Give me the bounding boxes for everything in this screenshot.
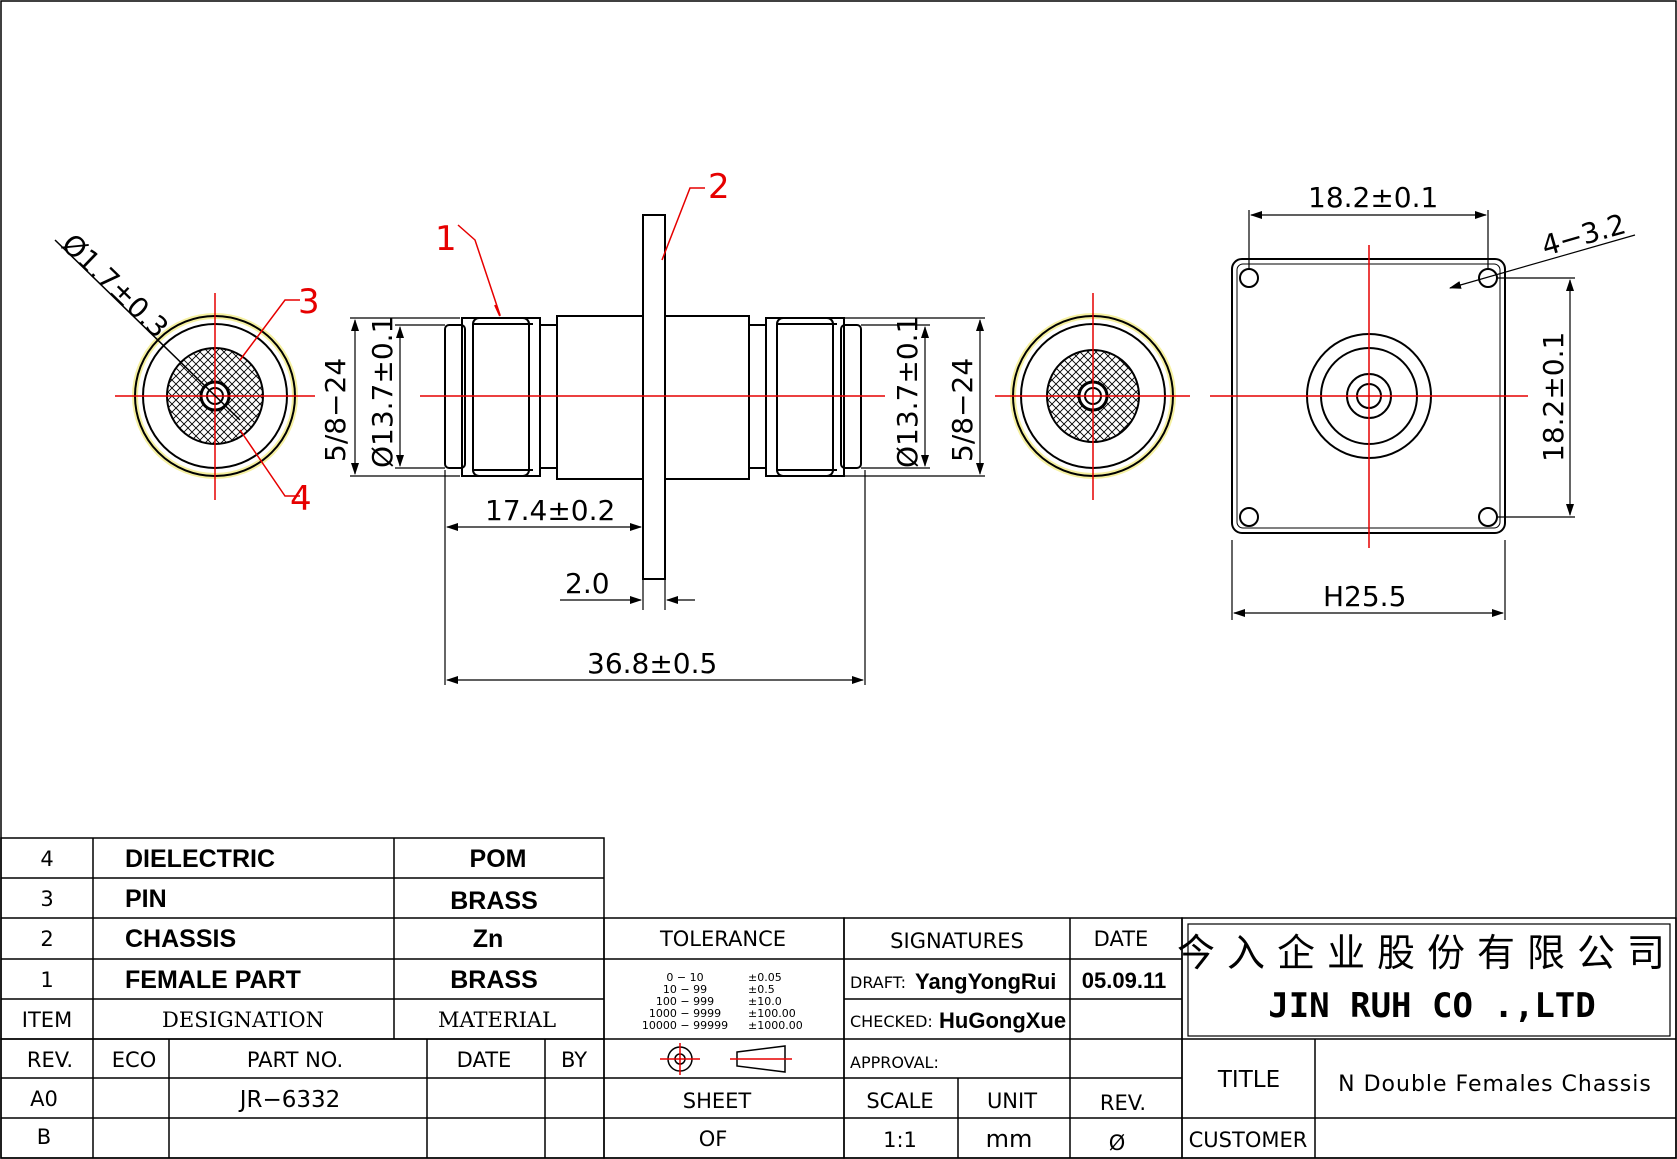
- part-material: POM: [470, 845, 527, 873]
- rev-header-part-no: PART NO.: [247, 1048, 343, 1072]
- leader-4-line: [239, 429, 300, 497]
- rev-row-part-no: JR−6332: [238, 1087, 341, 1113]
- unit-label: UNIT: [987, 1089, 1037, 1113]
- part-item: 2: [40, 927, 53, 951]
- part-item: 4: [40, 847, 53, 871]
- leader-4-label: 4: [290, 479, 312, 519]
- leader-1-label: 1: [435, 219, 457, 259]
- draft-label: DRAFT:: [850, 973, 906, 992]
- part-item: 3: [40, 887, 53, 911]
- part-designation: DIELECTRIC: [125, 845, 275, 873]
- dim-mount-holes: 4−3.2: [1538, 207, 1630, 262]
- rev-value: Ø: [1109, 1131, 1126, 1155]
- checked-name: HuGongXue: [939, 1008, 1066, 1033]
- rev-label: REV.: [1100, 1091, 1146, 1115]
- parts-header-designation: DESIGNATION: [162, 1008, 324, 1032]
- draft-name: YangYongRui: [915, 969, 1056, 994]
- draft-date: 05.09.11: [1082, 968, 1166, 993]
- tolerance-range: 0 − 10: [666, 971, 703, 984]
- tolerance-range: 1000 − 9999: [649, 1007, 721, 1020]
- company-name-cn: 今入企业股份有限公司: [1177, 931, 1677, 975]
- flange-dimensions: [1231, 210, 1636, 620]
- title-label: TITLE: [1217, 1067, 1280, 1093]
- signatures-date-title: DATE: [1094, 927, 1149, 951]
- side-view: [444, 214, 862, 580]
- sheet-label: SHEET: [683, 1089, 752, 1113]
- signatures-title: SIGNATURES: [890, 929, 1024, 953]
- part-designation: PIN: [125, 885, 167, 913]
- company-name-en: JIN RUH CO .,LTD: [1268, 986, 1596, 1026]
- rev-header-by: BY: [561, 1048, 587, 1072]
- rev-row-rev: B: [37, 1125, 51, 1149]
- customer-label: CUSTOMER: [1189, 1128, 1308, 1152]
- tolerance-value: ±0.5: [748, 983, 775, 996]
- leader-3-label: 3: [298, 282, 320, 322]
- left-end-view: [54, 239, 315, 500]
- scale-value: 1:1: [883, 1128, 917, 1152]
- rev-header-eco: ECO: [112, 1048, 156, 1072]
- parts-header-item: ITEM: [22, 1008, 72, 1032]
- tolerance-title: TOLERANCE: [659, 927, 786, 951]
- of-label: OF: [699, 1127, 728, 1151]
- tolerance-range: 100 − 999: [656, 995, 714, 1008]
- leader-3-line: [239, 299, 300, 361]
- tolerance-value: ±1000.00: [748, 1019, 803, 1032]
- rev-header-rev: REV.: [27, 1048, 73, 1072]
- projection-symbol-icon: [660, 1043, 792, 1075]
- tolerance-range: 10000 − 99999: [642, 1019, 728, 1032]
- dim-flange-width: H25.5: [1323, 580, 1406, 613]
- tolerance-value: ±100.00: [748, 1007, 796, 1020]
- dim-square-top: 18.2±0.1: [1308, 181, 1438, 214]
- dim-dia-right: Ø13.7±0.1: [891, 316, 924, 468]
- tolerance-grid: [603, 917, 845, 1159]
- scale-label: SCALE: [866, 1089, 933, 1113]
- leader-2-line: [661, 187, 705, 261]
- dim-dia-left: Ø13.7±0.1: [366, 316, 399, 468]
- unit-value: mm: [986, 1125, 1033, 1153]
- part-designation: CHASSIS: [125, 925, 236, 953]
- leader-1-line: [457, 224, 501, 316]
- tolerance-value: ±10.0: [748, 995, 782, 1008]
- dim-half-length: 17.4±0.2: [485, 494, 615, 527]
- right-end-view: [995, 293, 1190, 500]
- checked-label: CHECKED:: [850, 1012, 933, 1031]
- dim-thread-left: 5/8−24: [319, 358, 352, 462]
- dim-thread-right: 5/8−24: [946, 358, 979, 462]
- part-material: BRASS: [450, 887, 538, 915]
- signatures-grid: [843, 917, 1183, 1159]
- dim-square-side: 18.2±0.1: [1537, 332, 1570, 462]
- part-item: 1: [40, 968, 53, 992]
- part-material: BRASS: [450, 966, 538, 994]
- pin-dia-leader: [54, 239, 241, 421]
- rev-row-rev: A0: [30, 1087, 58, 1111]
- part-material: Zn: [473, 925, 504, 953]
- leader-2-label: 2: [708, 167, 730, 207]
- tolerance-range: 10 − 99: [663, 983, 707, 996]
- side-view-dimensions: [350, 317, 985, 685]
- approval-label: APPROVAL:: [850, 1053, 939, 1072]
- parts-header-material: MATERIAL: [438, 1008, 556, 1032]
- rev-header-date: DATE: [457, 1048, 512, 1072]
- dim-pin-dia: Ø1.7±0.3: [55, 227, 175, 344]
- part-designation: FEMALE PART: [125, 966, 301, 994]
- title-value: N Double Females Chassis: [1338, 1072, 1652, 1097]
- title-block-grid: [1181, 917, 1677, 1159]
- tolerance-value: ±0.05: [748, 971, 782, 984]
- dim-total-length: 36.8±0.5: [587, 647, 717, 680]
- dim-flange-thickness: 2.0: [565, 567, 610, 600]
